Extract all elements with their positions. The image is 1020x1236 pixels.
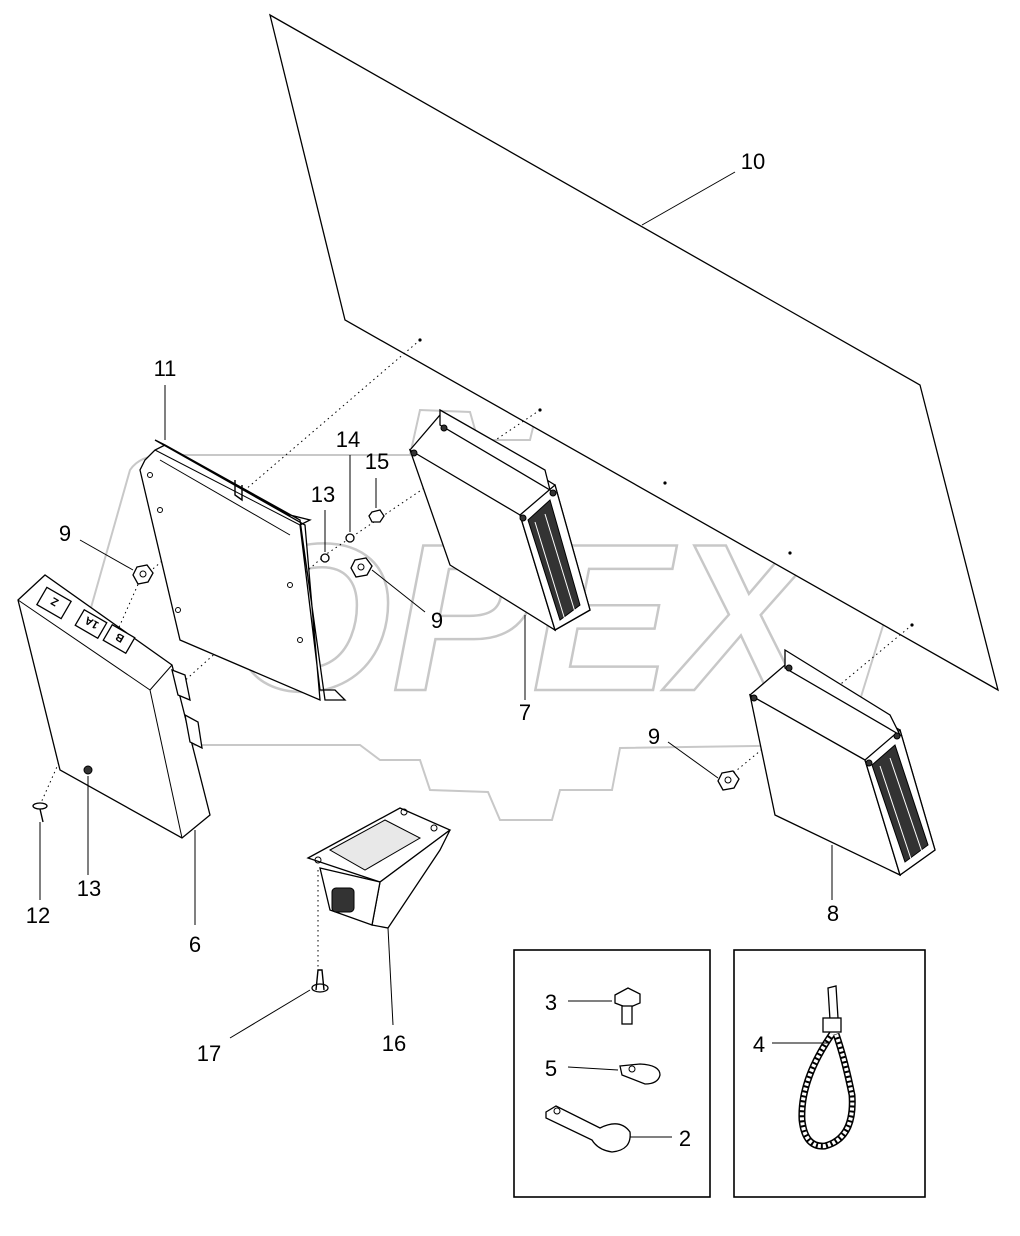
callout-6: 6: [189, 932, 201, 957]
panel-part-10: [269, 13, 1000, 692]
module-label-box-b: [102, 623, 136, 655]
callout-2: 2: [679, 1126, 691, 1151]
callout-12: 12: [26, 903, 50, 928]
clip-part-5: [619, 1063, 661, 1085]
washer-14: [345, 533, 355, 543]
callout-10: 10: [741, 149, 765, 174]
callout-9-right: 9: [648, 724, 660, 749]
callout-14: 14: [336, 427, 360, 452]
callout-3: 3: [545, 990, 557, 1015]
callout-16: 16: [382, 1031, 406, 1056]
bracket-part-11: [139, 385, 347, 702]
washer-13a: [320, 553, 330, 563]
callout-17: 17: [197, 1041, 221, 1066]
callout-13-upper: 13: [311, 482, 335, 507]
nut-15: [368, 509, 385, 523]
nut-9c: [717, 770, 740, 791]
screw-part-17: [229, 969, 329, 1039]
inset-box-clips: [513, 949, 711, 1198]
bracket-part-16: [306, 807, 452, 1026]
bolt-part-3: [614, 987, 641, 1009]
callout-8: 8: [827, 901, 839, 926]
callout-9-left: 9: [59, 521, 71, 546]
clip-part-2: [545, 1105, 631, 1153]
controller-part-7: [408, 408, 591, 700]
module-label-box-z: [35, 586, 73, 620]
screw-part-12: [32, 802, 48, 900]
callout-9-center: 9: [431, 608, 443, 633]
nut-9a: [132, 564, 154, 585]
hardware-small: [79, 455, 740, 875]
cable-tie-part-4: [827, 985, 839, 1021]
callout-7: 7: [519, 700, 531, 725]
callout-4: 4: [753, 1032, 765, 1057]
controller-part-8: [749, 648, 936, 900]
callout-15: 15: [365, 449, 389, 474]
cover-part-6: Z 1A B: [17, 574, 211, 925]
callout-13-lower: 13: [77, 876, 101, 901]
inset-box-tie: [733, 949, 926, 1198]
callout-5: 5: [545, 1056, 557, 1081]
nut-9b: [350, 557, 373, 578]
callouts: 10 11 14 15 13 9 9 9 7 8 6 12 13 16 17 3…: [26, 149, 839, 1151]
callout-11: 11: [154, 356, 177, 381]
module-label-box-1a: [74, 608, 108, 640]
